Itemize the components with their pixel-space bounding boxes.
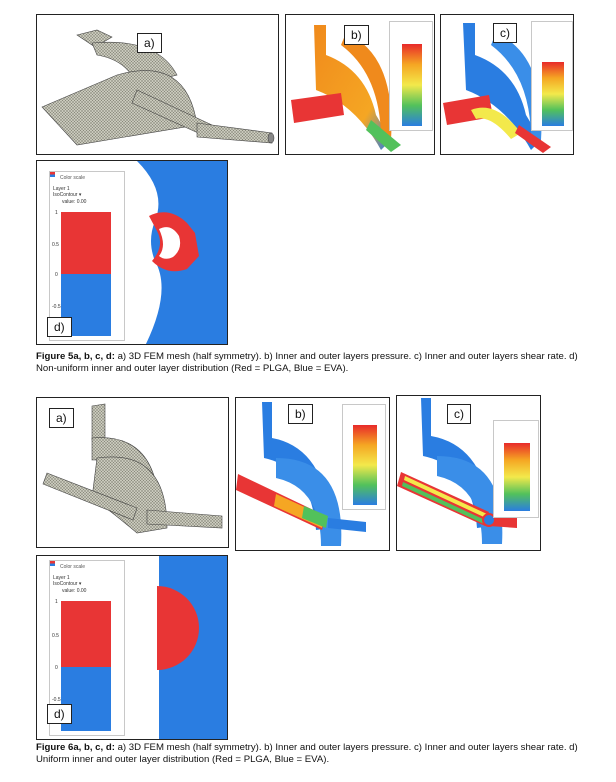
- distribution-render: [155, 556, 199, 739]
- contour-value[interactable]: value: 0.00: [62, 588, 87, 594]
- mesh-render: [41, 29, 275, 146]
- shear-rate-render: [443, 23, 551, 153]
- fig6-panel-a: a): [36, 397, 229, 548]
- tick-label: 0.5: [52, 633, 59, 639]
- plga-bar: [61, 601, 111, 667]
- fig5-panel-c: c): [440, 14, 574, 155]
- layer-color-scale: Color scale Layer 1 IsoContour ▾ value: …: [49, 171, 125, 341]
- tick-label: 0.5: [52, 242, 59, 248]
- fig5-caption: Figure 5a, b, c, d: a) 3D FEM mesh (half…: [36, 351, 588, 375]
- contour-mode[interactable]: IsoContour ▾: [53, 581, 82, 587]
- fig6-panel-c: c): [396, 395, 541, 551]
- color-scale-icon: [50, 561, 55, 566]
- tick-label: -0.5: [52, 304, 61, 310]
- fig5-panel-b: b): [285, 14, 435, 155]
- tick-label: 1: [55, 599, 58, 605]
- scale-title: Color scale: [60, 175, 86, 181]
- shear-color-scale: [531, 21, 573, 131]
- contour-mode[interactable]: IsoContour ▾: [53, 192, 82, 198]
- fig5-panel-d: Color scale Layer 1 IsoContour ▾ value: …: [36, 160, 228, 345]
- caption-text: a) 3D FEM mesh (half symmetry). b) Inner…: [36, 742, 578, 765]
- fig6-panel-b: b): [235, 397, 390, 551]
- tick-label: -0.5: [52, 697, 61, 703]
- tick-label: 1: [55, 210, 58, 216]
- fig6-caption: Figure 6a, b, c, d: a) 3D FEM mesh (half…: [36, 742, 588, 766]
- caption-text: a) 3D FEM mesh (half symmetry). b) Inner…: [36, 351, 578, 374]
- mesh-render: [42, 403, 223, 534]
- layer-name: Layer 1: [53, 186, 70, 192]
- panel-label-b: b): [288, 404, 313, 424]
- panel-label-a: a): [49, 408, 74, 428]
- pressure-color-scale: [342, 404, 386, 510]
- fig5-panel-a: a): [36, 14, 279, 155]
- caption-bold: Figure 6a, b, c, d:: [36, 742, 115, 753]
- pressure-color-scale: [389, 21, 433, 131]
- tick-label: 0: [55, 665, 58, 671]
- panel-label-c: c): [447, 404, 471, 424]
- tick-label: 0: [55, 272, 58, 278]
- plga-bar: [61, 212, 111, 274]
- contour-value[interactable]: value: 0.00: [62, 199, 87, 205]
- panel-label-d: d): [47, 317, 72, 337]
- panel-label-d: d): [47, 704, 72, 724]
- color-scale-icon: [50, 172, 55, 177]
- caption-bold: Figure 5a, b, c, d:: [36, 351, 115, 362]
- fig6-panel-d: Color scale Layer 1 IsoContour ▾ value: …: [36, 555, 228, 740]
- scale-title: Color scale: [60, 564, 86, 570]
- panel-label-b: b): [344, 25, 369, 45]
- shear-rate-render: [397, 398, 517, 544]
- panel-label-a: a): [137, 33, 162, 53]
- pressure-render: [236, 402, 366, 546]
- panel-label-c: c): [493, 23, 517, 43]
- shear-color-scale: [493, 420, 539, 518]
- layer-name: Layer 1: [53, 575, 70, 581]
- distribution-render: [137, 161, 199, 344]
